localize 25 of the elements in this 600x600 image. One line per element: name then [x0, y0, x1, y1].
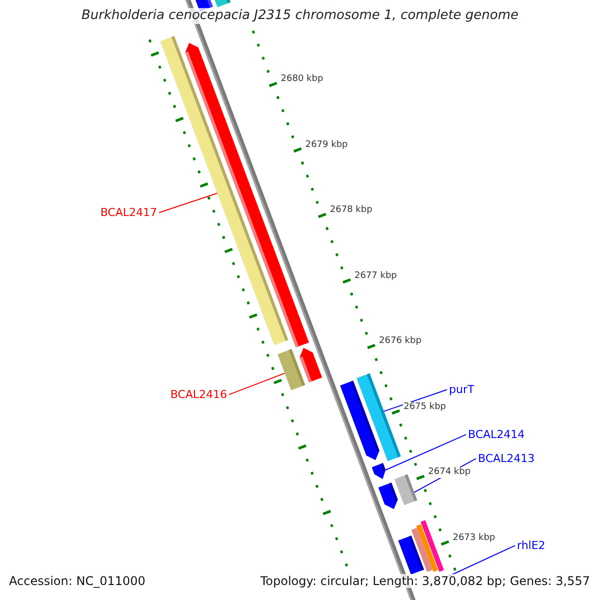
scale-label: 2674 kbp: [427, 467, 472, 478]
map-summary: Topology: circular; Length: 3,870,082 bp; Genes: 3,557: [260, 574, 590, 588]
scale-label: 2679 kbp: [304, 140, 349, 150]
gene-drawing: [278, 348, 322, 390]
gene-label: BCAL2413: [478, 452, 535, 466]
gene-drawing: [398, 520, 444, 575]
gene-label: BCAL2417: [100, 206, 157, 220]
scale-label: 2675 kbp: [402, 402, 447, 412]
gene-label: purT: [449, 383, 474, 396]
gene-label: rhlE2: [517, 539, 546, 552]
leader-line: [228, 372, 286, 396]
leader-line: [158, 192, 218, 214]
leader-line: [385, 434, 466, 470]
scale-label: 2677 kbp: [353, 270, 398, 282]
gene-drawing: [372, 462, 386, 480]
gene-label: BCAL2416: [170, 388, 227, 402]
leader-line: [383, 389, 448, 412]
gene-drawing: [378, 474, 418, 510]
scale-label: 2676 kbp: [378, 336, 422, 347]
gene-drawing: [340, 373, 401, 462]
gene-label: BCAL2414: [468, 428, 525, 442]
scale-label: 2673 kbp: [452, 532, 496, 544]
scale-label: 2680 kbp: [280, 74, 324, 85]
scale-label: 2678 kbp: [328, 205, 374, 216]
accession-label: Accession: NC_011000: [9, 574, 146, 588]
